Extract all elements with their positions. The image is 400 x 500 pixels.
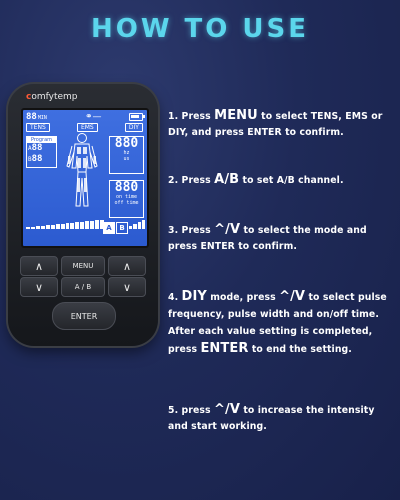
- mode-tens: TENS: [26, 123, 50, 132]
- program-box: Program A88 B88: [26, 136, 57, 168]
- step-1: 1. Press MENU to select TENS, EMS or DIY…: [168, 108, 383, 138]
- battery-icon: [129, 113, 145, 121]
- step-4: 4. DIY mode, press ^/V to select pulse f…: [168, 289, 387, 356]
- intensity-bars-b: [129, 220, 145, 229]
- body-figure-icon: [66, 133, 98, 207]
- time-readout: 880 on time off time: [109, 180, 144, 218]
- up-right-button[interactable]: ∧: [108, 256, 146, 276]
- channel-b-indicator: B: [116, 222, 128, 234]
- up-left-button[interactable]: ∧: [20, 256, 58, 276]
- menu-button[interactable]: MENU: [61, 256, 105, 276]
- step-2: 2. Press A/B to set A/B channel.: [168, 172, 344, 187]
- button-row-bottom: ∨ A / B ∨: [20, 277, 146, 297]
- down-left-button[interactable]: ∨: [20, 277, 58, 297]
- enter-button[interactable]: ENTER: [52, 302, 116, 330]
- channel-a-indicator: A: [103, 222, 115, 234]
- mode-diy: DIY: [124, 123, 143, 132]
- intensity-bars-a: [26, 220, 104, 229]
- timer-readout: 88MIN: [26, 112, 47, 122]
- mode-ems: EMS: [76, 123, 98, 132]
- mode-indicators: TENS EMS DIY: [26, 123, 143, 132]
- ab-button[interactable]: A / B: [61, 277, 105, 297]
- step-3: 3. Press ^/V to select the mode and pres…: [168, 222, 367, 252]
- page-title: HOW TO USE: [90, 14, 310, 44]
- button-row-top: ∧ MENU ∧: [20, 256, 146, 276]
- tens-device: comfytemp 88MIN ⚭— TENS EMS DIY Program …: [8, 84, 158, 346]
- frequency-readout: 880 hz us: [109, 136, 144, 174]
- key-icon: ⚭—: [85, 112, 102, 122]
- lcd-screen: 88MIN ⚭— TENS EMS DIY Program A88 B88: [21, 108, 149, 248]
- down-right-button[interactable]: ∨: [108, 277, 146, 297]
- step-5: 5. press ^/V to increase the intensity a…: [168, 402, 375, 432]
- brand-logo: comfytemp: [26, 92, 78, 102]
